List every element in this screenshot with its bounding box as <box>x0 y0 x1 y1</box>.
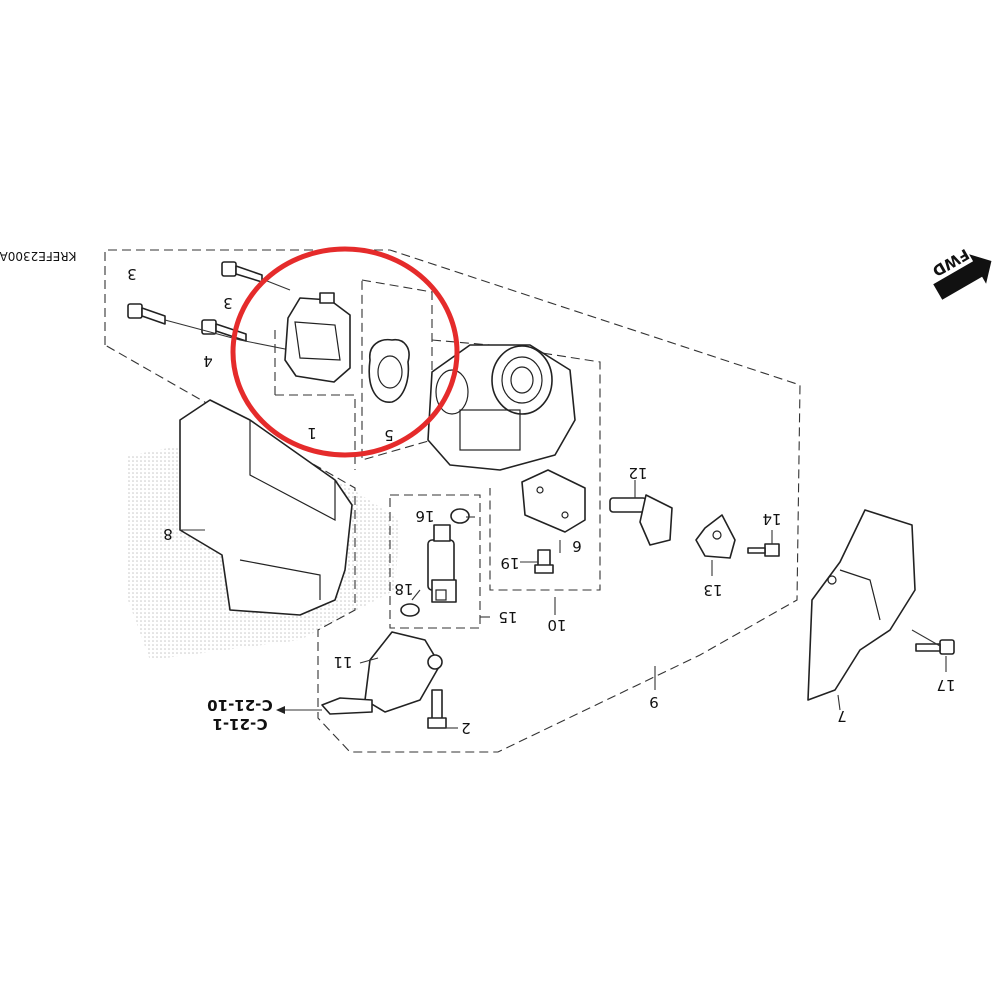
callout-13: 13 <box>703 581 722 599</box>
assembly-outline-15 <box>389 494 481 629</box>
bolt-19 <box>534 549 554 574</box>
leader-17b <box>911 629 941 647</box>
part-15-injector <box>427 524 457 603</box>
callout-6: 6 <box>572 537 582 555</box>
part-12-sensor <box>609 494 673 546</box>
assembly-outline-10 <box>431 339 601 591</box>
bolt-3-upper <box>221 261 263 283</box>
callout-5: 5 <box>384 426 394 444</box>
page-references: C-21-1 C-21-10 <box>207 696 273 733</box>
throttle-body <box>427 344 576 471</box>
part-13-clamp <box>695 514 736 559</box>
part-7-bracket <box>807 509 916 701</box>
leader-7 <box>837 694 841 711</box>
callout-14: 14 <box>762 510 781 528</box>
diagram-code: KREFE2300A <box>0 249 77 263</box>
assembly-outline-1 <box>274 330 356 470</box>
highlight-circle <box>230 246 460 458</box>
callout-8: 8 <box>163 525 173 543</box>
part-16-seal <box>450 508 470 524</box>
callout-7: 7 <box>837 707 847 725</box>
reference-c-21-1: C-21-1 <box>212 715 267 733</box>
part-1-actuator <box>284 292 351 383</box>
callout-numbers: 1 2 3 3 4 5 6 7 8 9 10 11 12 13 14 15 16… <box>127 265 955 737</box>
bolt-17 <box>915 639 955 655</box>
callout-2: 2 <box>461 719 471 737</box>
callout-16: 16 <box>415 507 434 525</box>
part-6-bracket <box>521 469 586 533</box>
callout-18: 18 <box>394 580 413 598</box>
callout-11: 11 <box>333 653 352 671</box>
callout-3-left: 3 <box>127 265 137 283</box>
arrow-ref <box>276 706 285 714</box>
callout-15: 15 <box>498 608 517 626</box>
leader-11 <box>359 657 379 664</box>
part-5-gasket <box>368 338 410 403</box>
part-8-cover <box>179 399 353 616</box>
callout-9: 9 <box>649 693 659 711</box>
part-11-holder <box>321 631 443 715</box>
assembly-outline-5 <box>361 279 433 461</box>
bolt-leader-left <box>164 319 301 353</box>
reference-c-21-10: C-21-10 <box>207 696 273 714</box>
fwd-indicator: FWD <box>929 245 992 300</box>
assembly-outline-9 <box>104 249 801 753</box>
callout-19: 19 <box>500 554 519 572</box>
bolt-3-left <box>127 303 166 325</box>
bolt-2 <box>427 689 447 729</box>
callout-3-upper: 3 <box>223 294 233 312</box>
callout-1: 1 <box>307 424 317 442</box>
part-18-seal <box>400 603 420 617</box>
callout-10: 10 <box>547 616 566 634</box>
callout-4: 4 <box>203 352 213 370</box>
leader-18 <box>411 589 421 601</box>
callout-17: 17 <box>936 676 955 694</box>
callout-12: 12 <box>628 464 647 482</box>
bolt-14 <box>747 543 780 557</box>
